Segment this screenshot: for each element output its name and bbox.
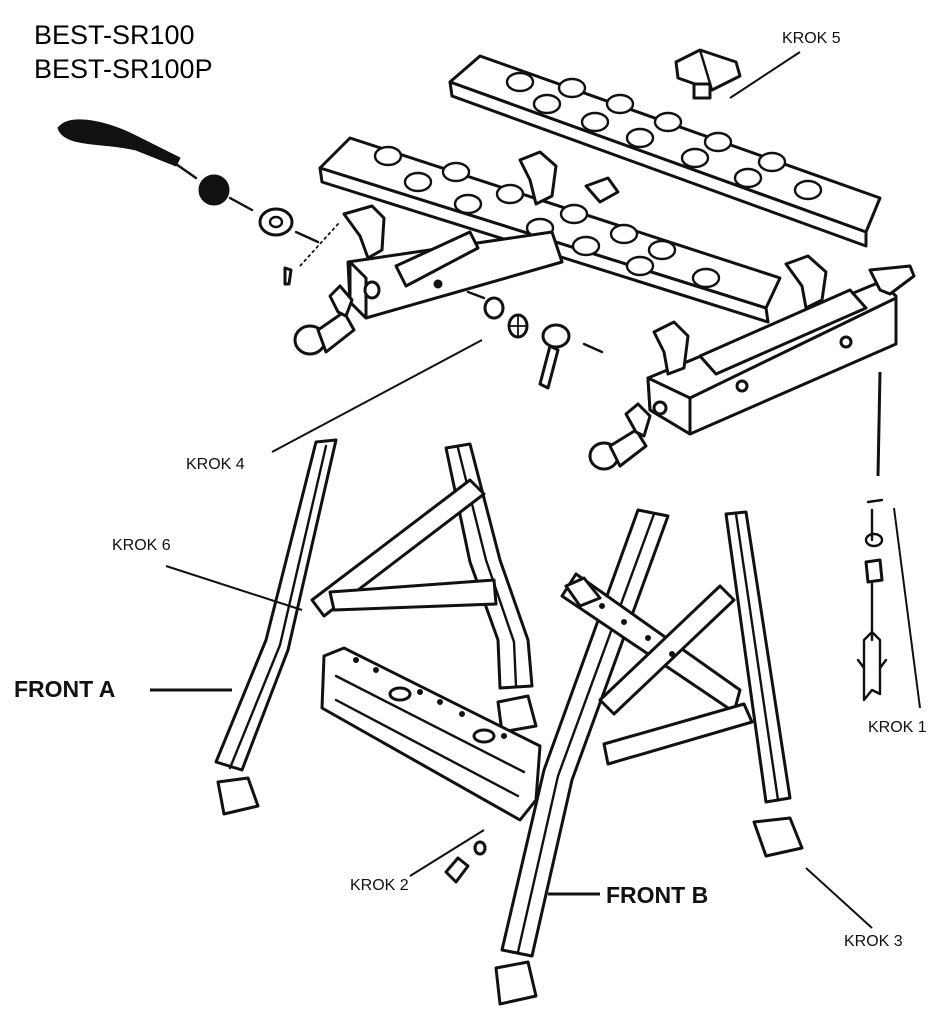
krok2-label: KROK 2 (350, 877, 409, 894)
krok1-label: KROK 1 (868, 719, 927, 736)
cross-rivets (599, 603, 675, 657)
crank-handle-part (57, 119, 339, 286)
rear-board-holes (505, 71, 823, 201)
model-title-1: BEST-SR100 (34, 20, 195, 50)
front-b-label: FRONT B (606, 882, 709, 908)
krok3-leader (805, 867, 873, 929)
krok5-label: KROK 5 (782, 30, 841, 47)
leader-lines (150, 51, 921, 929)
rear-jaw-board (448, 54, 882, 248)
front-board-holes (373, 145, 721, 289)
krok1-leader (893, 507, 921, 709)
krok4-leader (271, 339, 483, 453)
right-frame-rail (588, 254, 916, 471)
krok5-leader (729, 51, 801, 99)
rail-rivets (353, 657, 507, 739)
krok6-leader (165, 565, 303, 611)
clamp-rod-part (856, 371, 888, 702)
front-a-lower-rail (320, 646, 542, 822)
krok3-label: KROK 3 (844, 933, 903, 950)
front-b-leg-assembly (494, 508, 804, 1006)
fastener-parts (466, 290, 604, 390)
leg-bolt-part (444, 840, 487, 884)
left-frame-rail (293, 150, 620, 356)
front-a-label: FRONT A (14, 676, 116, 702)
krok2-leader (409, 829, 485, 877)
front-a-leg-assembly (214, 438, 538, 816)
krok4-label: KROK 4 (186, 456, 245, 473)
krok6-label: KROK 6 (112, 537, 171, 554)
swivel-peg-part (674, 48, 742, 100)
model-title-2: BEST-SR100P (34, 54, 213, 84)
